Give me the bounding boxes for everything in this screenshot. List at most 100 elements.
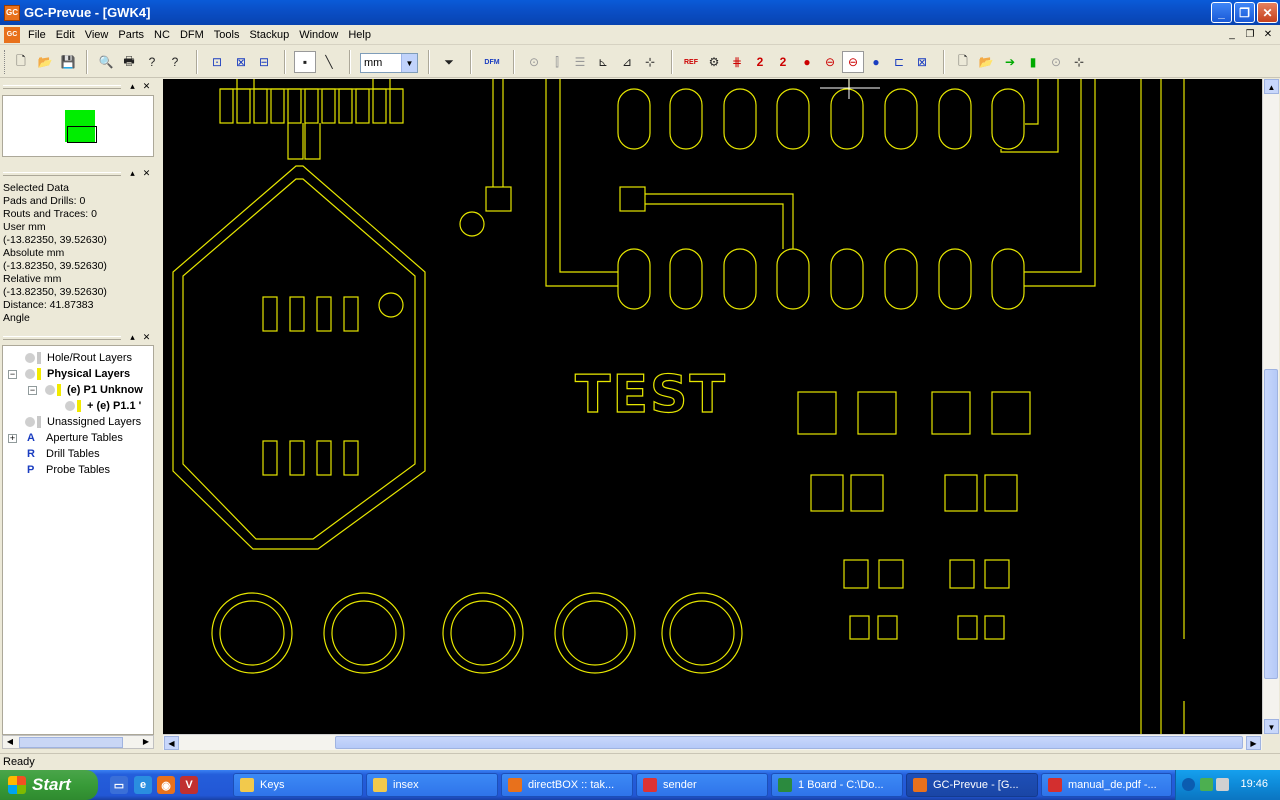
tray-app-icon[interactable] [1200, 778, 1213, 791]
scroll-right-icon[interactable]: ▶ [142, 737, 150, 746]
measure-2-icon[interactable]: ⊹ [1073, 55, 1085, 69]
close-button[interactable]: ✕ [1257, 2, 1278, 23]
ie-icon[interactable]: e [134, 776, 152, 794]
document-icon[interactable]: GC [4, 26, 20, 43]
reference-icon[interactable]: REF [684, 58, 698, 66]
tree-item-hole-rout[interactable]: Hole/Rout Layers [25, 350, 132, 366]
two-point-icon[interactable]: 2 [779, 55, 787, 69]
task-sender[interactable]: sender [636, 773, 768, 797]
mdi-minimize-button[interactable]: _ [1229, 28, 1235, 40]
select-point-icon[interactable]: ▪ [294, 51, 316, 73]
refresh-icon[interactable]: ⊙ [1050, 55, 1062, 69]
start-button[interactable]: Start [0, 770, 98, 800]
menu-stackup[interactable]: Stackup [249, 28, 290, 41]
open-folder-icon[interactable]: 📂 [37, 55, 53, 69]
grid-pad-icon[interactable]: ⋕ [731, 55, 743, 69]
toolbar-grip[interactable] [4, 50, 7, 74]
canvas-vertical-scrollbar[interactable]: ▲ ▼ [1262, 79, 1279, 734]
print-icon[interactable]: 🖶 [123, 53, 135, 68]
menu-window[interactable]: Window [299, 28, 339, 41]
unit-select[interactable]: mm ▼ [360, 53, 418, 73]
tree-item-aperture[interactable]: A Aperture Tables [27, 432, 123, 444]
panel-dock-button[interactable]: ▴ [130, 168, 135, 178]
task-insex[interactable]: insex [366, 773, 498, 797]
open-folder-2-icon[interactable]: 📂 [978, 55, 994, 69]
vlc-icon[interactable]: V [180, 776, 198, 794]
menu-view[interactable]: View [84, 28, 109, 41]
menu-help[interactable]: Help [348, 28, 371, 41]
firefox-icon[interactable]: ◉ [157, 776, 175, 794]
origin-icon[interactable]: ⊾ [597, 55, 609, 69]
menu-edit[interactable]: Edit [55, 28, 75, 41]
panel-dock-button[interactable]: ▴ [130, 332, 135, 342]
import-icon[interactable]: ➔ [1004, 55, 1016, 69]
context-help-icon[interactable]: ? [171, 55, 179, 69]
canvas-horizontal-scrollbar[interactable]: ◀ ▶ [163, 734, 1262, 750]
zoom-extents-icon[interactable]: ⊠ [235, 55, 247, 69]
panel-dock-button[interactable]: ▴ [130, 81, 135, 91]
menu-file[interactable]: File [28, 28, 46, 41]
dfm-icon[interactable]: DFM [484, 58, 500, 66]
task-keys[interactable]: Keys [233, 773, 363, 797]
tree-scroll-thumb[interactable] [19, 737, 123, 748]
panel-close-button[interactable]: ✕ [142, 81, 151, 91]
tree-item-drill[interactable]: R Drill Tables [27, 448, 100, 460]
mdi-close-button[interactable]: ✕ [1263, 28, 1273, 40]
collapse-p1-button[interactable]: − [28, 385, 37, 395]
volume-icon[interactable] [1216, 778, 1229, 791]
expand-aperture-button[interactable]: + [8, 433, 17, 443]
select-line-icon[interactable]: ╲ [325, 55, 333, 69]
pad-cross-icon[interactable]: ⊠ [916, 55, 928, 69]
distribute-icon[interactable]: ☰ [574, 55, 586, 69]
pad-rect-icon[interactable]: ⊏ [893, 55, 905, 69]
pad-outline-icon[interactable]: ⊖ [824, 55, 836, 69]
measure-icon[interactable]: ⊹ [644, 55, 656, 69]
restore-button[interactable]: ❐ [1234, 2, 1255, 23]
tree-item-probe[interactable]: P Probe Tables [27, 464, 111, 476]
tree-item-physical[interactable]: Physical Layers [25, 366, 130, 382]
layer-icon[interactable]: ▮ [1029, 55, 1037, 69]
pad-selected-icon[interactable]: ⊖ [842, 51, 864, 73]
collapse-physical-button[interactable]: − [8, 369, 17, 379]
menu-dfm[interactable]: DFM [179, 28, 204, 41]
relative-origin-icon[interactable]: ⊿ [621, 55, 633, 69]
two-layer-icon[interactable]: 2 [756, 55, 764, 69]
new-file-icon[interactable]: 🗋 [16, 53, 26, 68]
vertical-scroll-thumb[interactable] [1264, 369, 1278, 679]
zoom-previous-icon[interactable]: ⊟ [258, 55, 270, 69]
minimize-button[interactable]: _ [1211, 2, 1232, 23]
scroll-up-icon[interactable]: ▲ [1264, 79, 1279, 94]
help-icon[interactable]: ? [148, 55, 156, 69]
tree-horizontal-scrollbar[interactable]: ◀ ▶ [2, 735, 154, 749]
scroll-down-icon[interactable]: ▼ [1264, 719, 1279, 734]
overview-preview[interactable] [2, 95, 154, 157]
task-directbox[interactable]: directBOX :: tak... [501, 773, 633, 797]
align-icon[interactable]: ⫿ [555, 54, 559, 69]
zoom-window-icon[interactable]: ⊡ [211, 55, 223, 69]
panel-close-button[interactable]: ✕ [142, 332, 151, 342]
mdi-restore-button[interactable]: ❐ [1245, 28, 1255, 40]
tray-expand-icon[interactable] [1182, 778, 1195, 791]
menu-tools[interactable]: Tools [213, 28, 240, 41]
pad-blue-icon[interactable]: ● [872, 55, 880, 69]
horizontal-scroll-thumb[interactable] [335, 736, 1243, 749]
tree-item-p1[interactable]: (e) P1 Unknow [45, 382, 143, 398]
pad-red-icon[interactable]: ● [803, 55, 811, 69]
viewport-rect[interactable] [67, 126, 97, 143]
tree-item-p1-1[interactable]: + (e) P1.1 ' [65, 398, 141, 414]
print-preview-icon[interactable]: 🔍 [98, 55, 114, 69]
menu-parts[interactable]: Parts [118, 28, 145, 41]
scroll-right-icon[interactable]: ▶ [1246, 736, 1261, 750]
pcb-canvas[interactable]: TEST [163, 79, 1262, 734]
save-icon[interactable]: 💾 [60, 55, 76, 69]
tree-item-unassigned[interactable]: Unassigned Layers [25, 414, 141, 430]
component-icon[interactable]: ⚙ [708, 55, 720, 69]
new-file-2-icon[interactable]: 🗋 [958, 53, 968, 68]
filter-icon[interactable]: ⏷ [444, 54, 454, 69]
task-gc-prevue[interactable]: GC-Prevue - [G... [906, 773, 1038, 797]
scroll-left-icon[interactable]: ◀ [164, 736, 179, 750]
panel-close-button[interactable]: ✕ [142, 168, 151, 178]
snap-icon[interactable]: ⊙ [528, 55, 540, 69]
chevron-down-icon[interactable]: ▼ [401, 54, 417, 72]
task-board[interactable]: 1 Board - C:\Do... [771, 773, 903, 797]
